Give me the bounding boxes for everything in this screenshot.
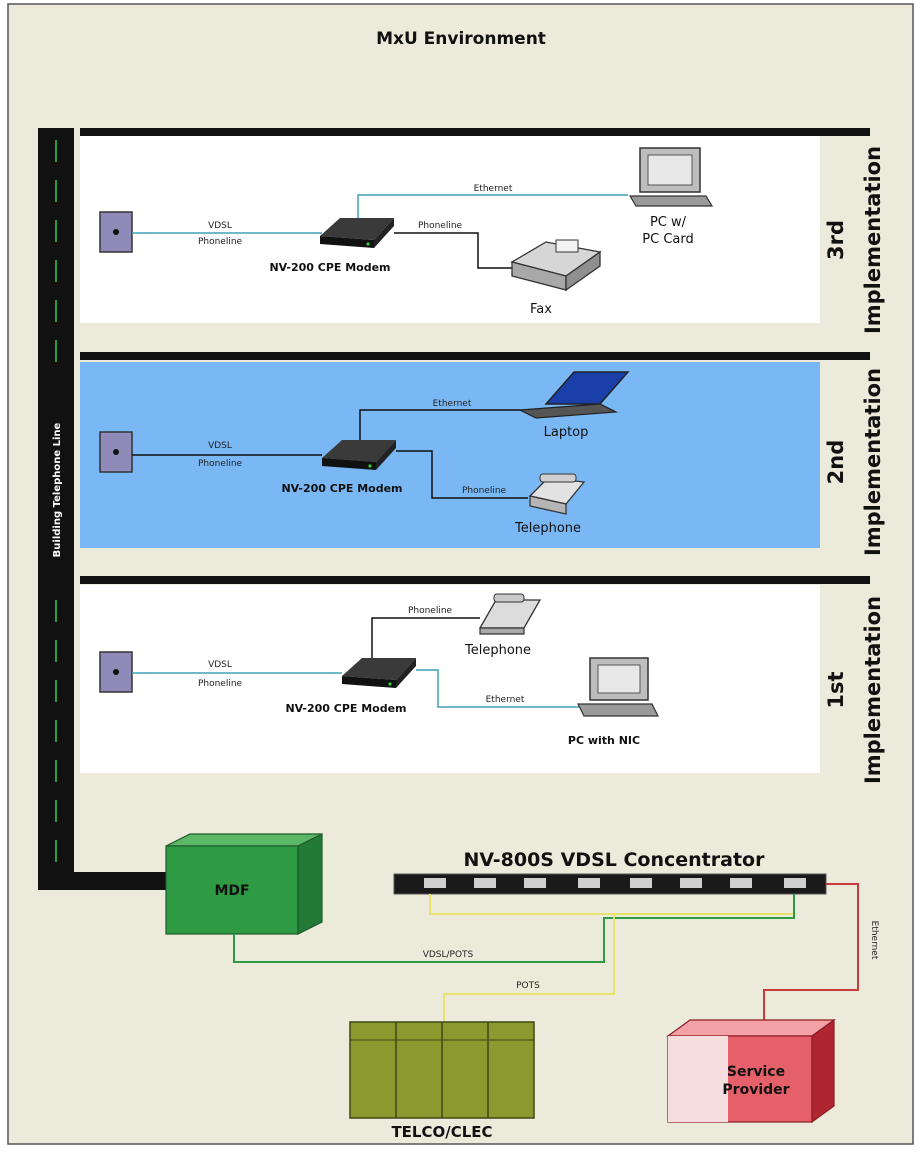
modem-icon	[322, 440, 396, 462]
wire-label-phoneline: Phoneline	[198, 459, 243, 469]
telco-label: TELCO/CLEC	[391, 1123, 492, 1141]
telephone-icon	[528, 473, 586, 515]
wire-label-phoneline-2: Phoneline	[462, 486, 507, 496]
wire-label-vdsl: VDSL	[208, 221, 232, 231]
telephone-icon	[478, 593, 542, 635]
implementation-word: Implementation	[861, 146, 885, 334]
wire-label-ethernet: Ethernet	[433, 399, 472, 409]
ethernet-line	[763, 883, 859, 1024]
implementation-number: 1st	[824, 671, 848, 708]
pots-line	[443, 914, 615, 1022]
laptop-icon	[517, 371, 630, 419]
fax-icon	[510, 239, 602, 292]
building-line-to-mdf	[38, 872, 170, 890]
wire-label-phoneline-2: Phoneline	[418, 221, 463, 231]
wire-label-vdsl: VDSL	[208, 441, 232, 451]
implementation-3rd-panel: VDSL Phoneline NV-200 CPE Modem Ethernet…	[80, 128, 885, 334]
wire-label-phoneline: Phoneline	[198, 679, 243, 689]
modem-label: NV-200 CPE Modem	[281, 482, 402, 495]
concentrator-icon	[393, 873, 827, 895]
panel-divider	[80, 128, 870, 136]
mdf-label: MDF	[214, 883, 249, 899]
telephone-label: Telephone	[514, 521, 581, 536]
panel-divider	[80, 352, 870, 360]
pc-label: PC with NIC	[568, 734, 640, 747]
wire-label-ethernet: Ethernet	[474, 184, 513, 194]
fax-label: Fax	[530, 302, 552, 317]
modem-label: NV-200 CPE Modem	[285, 702, 406, 715]
implementation-number: 2nd	[824, 440, 848, 485]
laptop-label: Laptop	[544, 425, 589, 440]
vdsl-pots-line	[233, 894, 795, 963]
building-line-label: Building Telephone Line	[52, 422, 63, 557]
diagram-title: MxU Environment	[376, 29, 546, 49]
implementation-word: Implementation	[861, 596, 885, 784]
service-provider-box	[666, 1018, 836, 1124]
pc-label-line1: PC w/	[650, 215, 687, 230]
wire-label-vdsl: VDSL	[208, 660, 232, 670]
pc-label-line2: PC Card	[642, 232, 693, 247]
implementation-1st-panel: VDSL Phoneline NV-200 CPE Modem Phonelin…	[80, 576, 885, 784]
pc-icon	[628, 147, 714, 207]
implementation-2nd-panel: VDSL Phoneline NV-200 CPE Modem Ethernet…	[80, 352, 885, 556]
vdsl-pots-label: VDSL/POTS	[423, 950, 474, 960]
concentrator-label: NV-800S VDSL Concentrator	[464, 849, 766, 871]
modem-label: NV-200 CPE Modem	[269, 261, 390, 274]
pc-icon	[577, 657, 659, 717]
wire-label-ethernet: Ethernet	[486, 695, 525, 705]
implementation-word: Implementation	[861, 368, 885, 556]
telco-rack	[349, 1021, 535, 1119]
panel-divider	[80, 576, 870, 584]
provider-label-line1: Service	[727, 1064, 785, 1080]
wire-label-phoneline-2: Phoneline	[408, 606, 453, 616]
wire-label-phoneline: Phoneline	[198, 237, 243, 247]
wall-jack-icon	[99, 651, 133, 693]
telephone-label: Telephone	[464, 643, 531, 658]
implementation-number: 3rd	[824, 220, 848, 260]
ethernet-label: Ethernet	[869, 921, 879, 960]
mdf-box	[165, 833, 323, 935]
modem-icon	[342, 658, 416, 680]
provider-label-line2: Provider	[722, 1082, 789, 1098]
modem-icon	[320, 218, 394, 240]
pots-label: POTS	[516, 981, 540, 991]
